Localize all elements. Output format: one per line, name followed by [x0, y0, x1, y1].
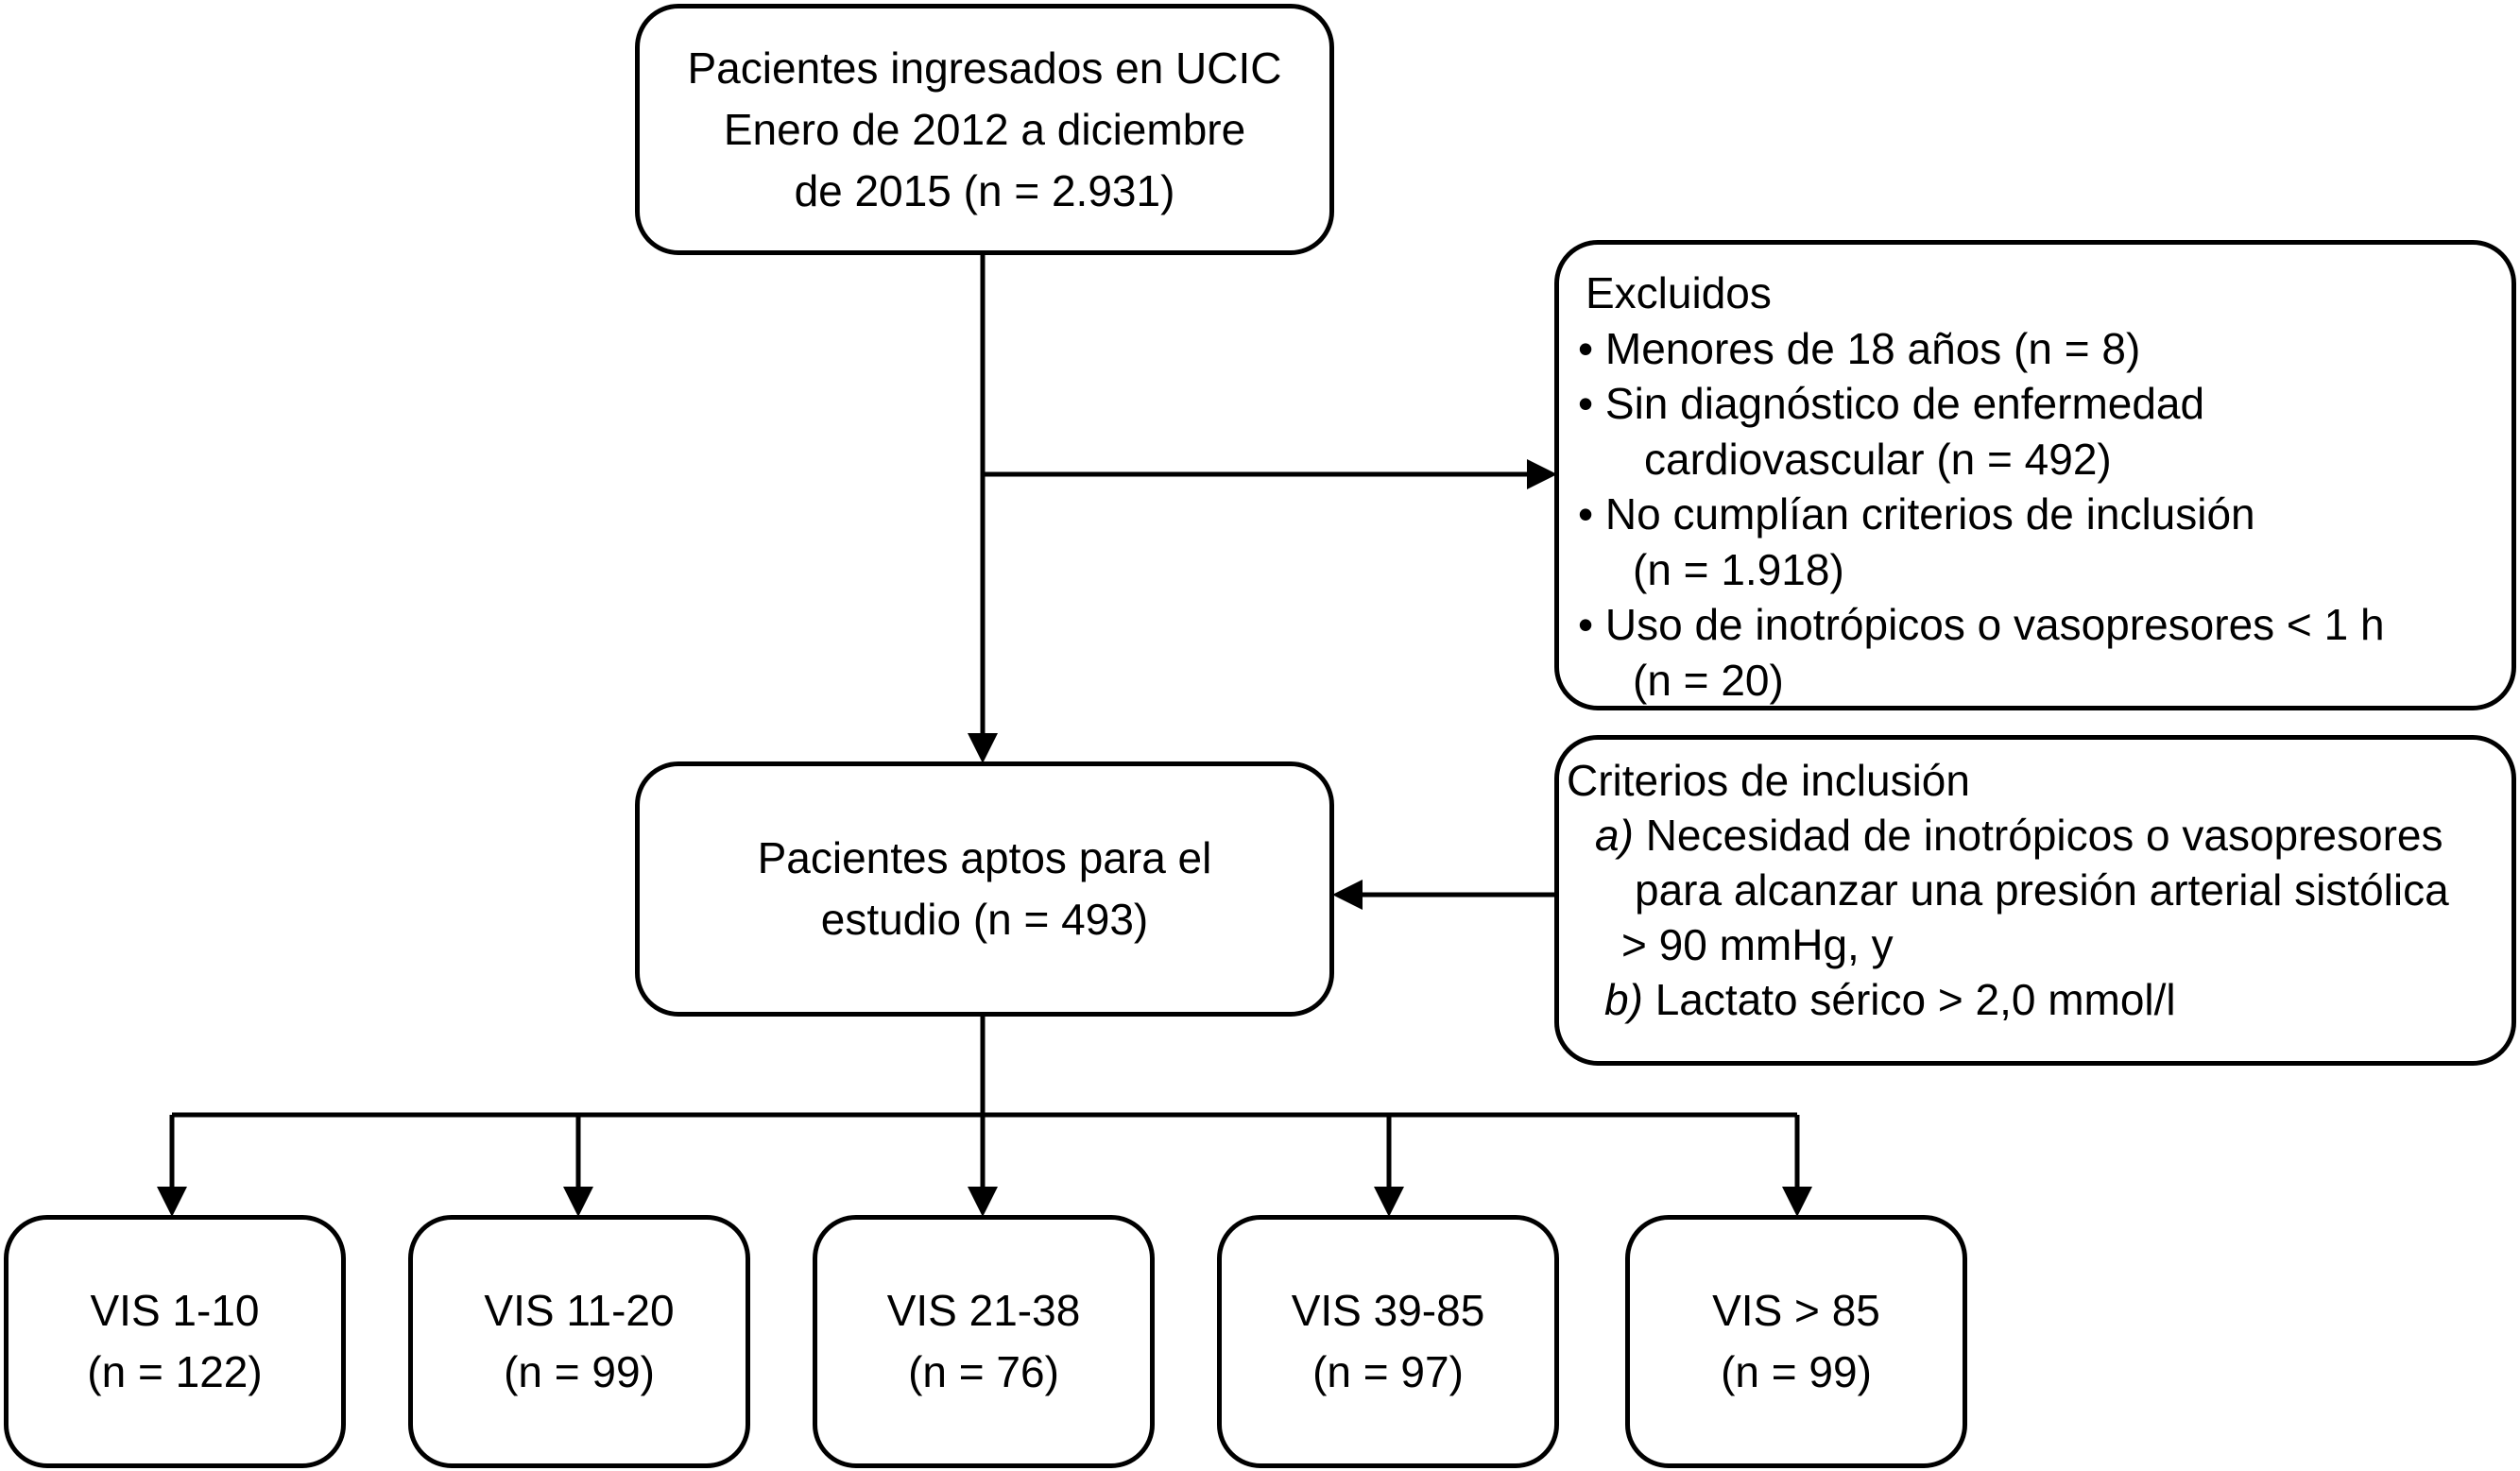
group-count: (n = 76): [908, 1347, 1059, 1396]
arrowhead-middle: [968, 733, 998, 763]
arrowhead-group-4: [1374, 1187, 1404, 1217]
excluded-box: Excluidos • Menores de 18 años (n = 8) •…: [1554, 240, 2516, 710]
bullet-icon: •: [1578, 323, 1594, 373]
group-count: (n = 122): [87, 1347, 263, 1396]
group-box-vis-21-38: VIS 21-38 (n = 76): [813, 1215, 1155, 1468]
arrowhead-inclusion: [1332, 880, 1363, 910]
excluded-item-2-cont: cardiovascular (n = 492): [1644, 434, 2112, 484]
item-marker-a: a): [1595, 811, 1634, 860]
group-label: VIS 21-38: [886, 1286, 1081, 1335]
item-marker-b: b): [1604, 975, 1643, 1024]
bullet-icon: •: [1578, 379, 1594, 428]
admitted-line-3: de 2015 (n = 2.931): [794, 165, 1175, 215]
group-label: VIS 11-20: [484, 1286, 675, 1335]
eligible-patients-box: Pacientes aptos para el estudio (n = 493…: [635, 761, 1334, 1017]
excluded-item-1: • Menores de 18 años (n = 8): [1578, 323, 2141, 373]
inclusion-item-a: a) Necesidad de inotrópicos o vasopresor…: [1595, 811, 2443, 860]
excluded-title: Excluidos: [1586, 268, 1772, 317]
excluded-item-4-cont: (n = 20): [1633, 655, 1784, 705]
group-label: VIS 39-85: [1291, 1286, 1485, 1335]
arrowhead-group-1: [157, 1187, 187, 1217]
group-box-vis-11-20: VIS 11-20 (n = 99): [408, 1215, 750, 1468]
admitted-line-2: Enero de 2012 a diciembre: [723, 104, 1246, 154]
arrowhead-group-5: [1782, 1187, 1812, 1217]
excluded-item-3: • No cumplían criterios de inclusión: [1578, 489, 2255, 539]
group-count: (n = 99): [1721, 1347, 1872, 1396]
excluded-item-4: • Uso de inotrópicos o vasopresores < 1 …: [1578, 600, 2385, 649]
inclusion-title: Criterios de inclusión: [1567, 756, 1970, 805]
admitted-line-1: Pacientes ingresados en UCIC: [687, 43, 1282, 93]
group-box-vis-1-10: VIS 1-10 (n = 122): [4, 1215, 346, 1468]
inclusion-criteria-box: Criterios de inclusión a) Necesidad de i…: [1554, 735, 2516, 1066]
arrowhead-group-3: [968, 1187, 998, 1217]
bullet-icon: •: [1578, 489, 1594, 539]
inclusion-item-b: b) Lactato sérico > 2,0 mmol/l: [1604, 975, 2176, 1024]
excluded-item-3-cont: (n = 1.918): [1633, 544, 1844, 594]
group-count: (n = 99): [504, 1347, 655, 1396]
eligible-line-1: Pacientes aptos para el: [757, 833, 1212, 882]
inclusion-item-a-cont-1: para alcanzar una presión arterial sistó…: [1635, 865, 2449, 915]
admitted-patients-box: Pacientes ingresados en UCIC Enero de 20…: [635, 4, 1334, 255]
group-box-vis-over-85: VIS > 85 (n = 99): [1625, 1215, 1967, 1468]
eligible-line-2: estudio (n = 493): [820, 895, 1149, 944]
group-box-vis-39-85: VIS 39-85 (n = 97): [1217, 1215, 1559, 1468]
group-count: (n = 97): [1312, 1347, 1464, 1396]
excluded-item-2: • Sin diagnóstico de enfermedad: [1578, 379, 2205, 428]
inclusion-item-a-cont-2: > 90 mmHg, y: [1621, 920, 1894, 969]
group-label: VIS > 85: [1712, 1286, 1880, 1335]
arrowhead-excluded: [1527, 459, 1557, 489]
bullet-icon: •: [1578, 600, 1594, 649]
group-label: VIS 1-10: [90, 1286, 260, 1335]
arrowhead-group-2: [563, 1187, 593, 1217]
